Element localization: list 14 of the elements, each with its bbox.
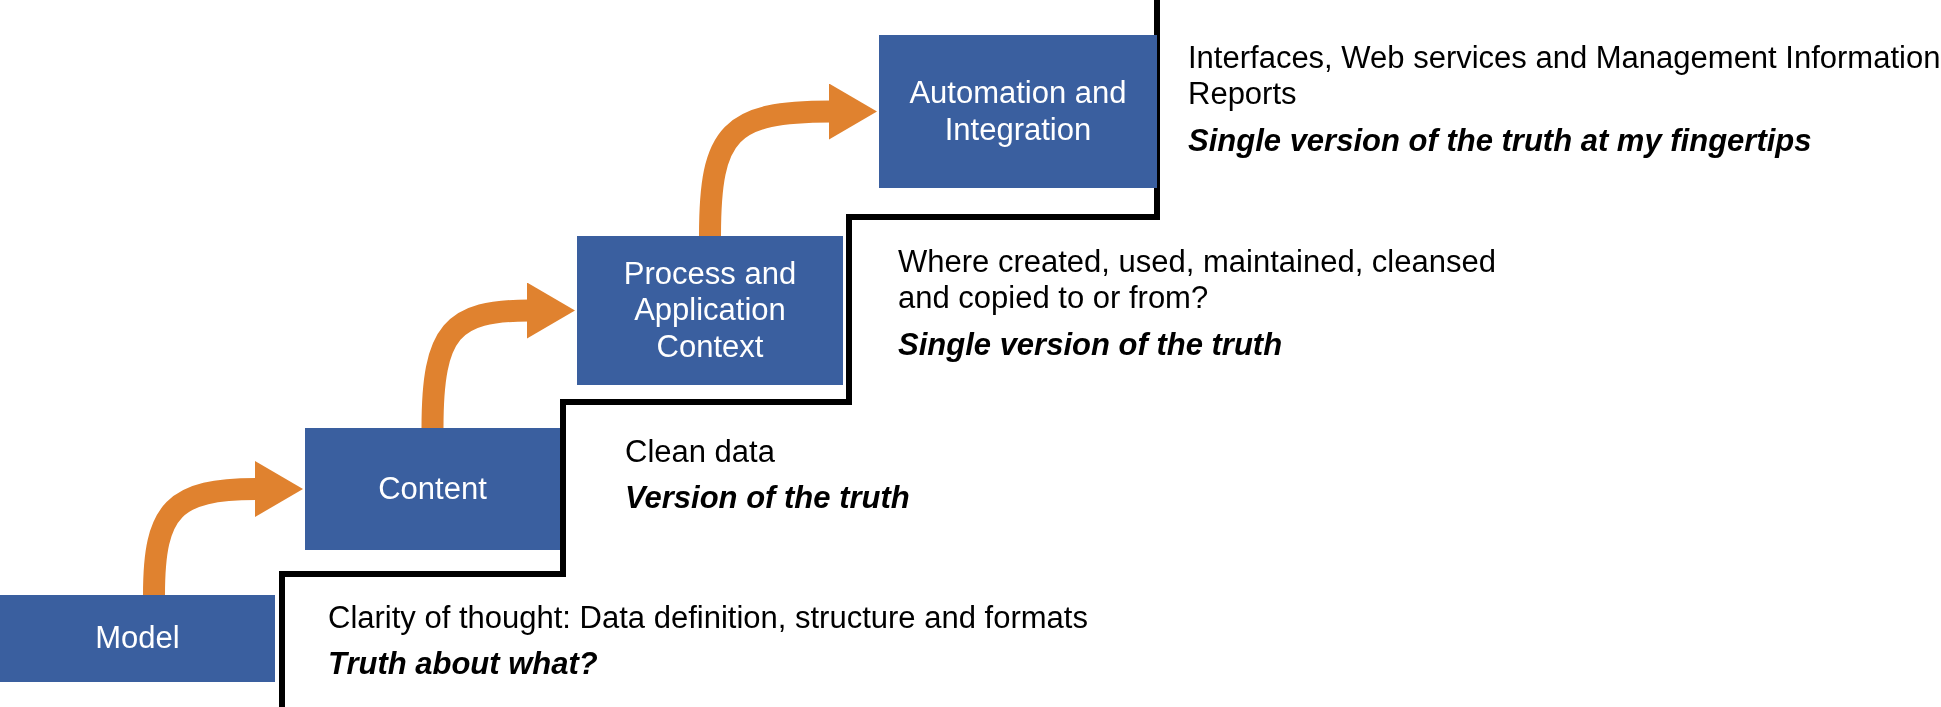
step-box: Process and Application Context — [577, 236, 843, 385]
curved-arrow — [421, 282, 575, 429]
step-box: Content — [305, 428, 560, 550]
tagline: Single version of the truth — [898, 326, 1284, 363]
description: Where created, used, maintained, cleansed and copied to or from? — [898, 244, 1497, 317]
step-box: Automation and Integration — [879, 35, 1157, 188]
curved-arrow — [699, 83, 877, 237]
tagline: Single version of the truth at my fingertips — [1188, 122, 1813, 159]
tagline: Truth about what? — [328, 646, 599, 683]
tagline: Version of the truth — [625, 480, 911, 517]
description: Clean data — [625, 434, 776, 471]
description: Interfaces, Web services and Management Information Reports — [1188, 40, 1941, 113]
description: Clarity of thought: Data definition, structure and formats — [328, 600, 1089, 637]
step-box: Model — [0, 595, 275, 682]
